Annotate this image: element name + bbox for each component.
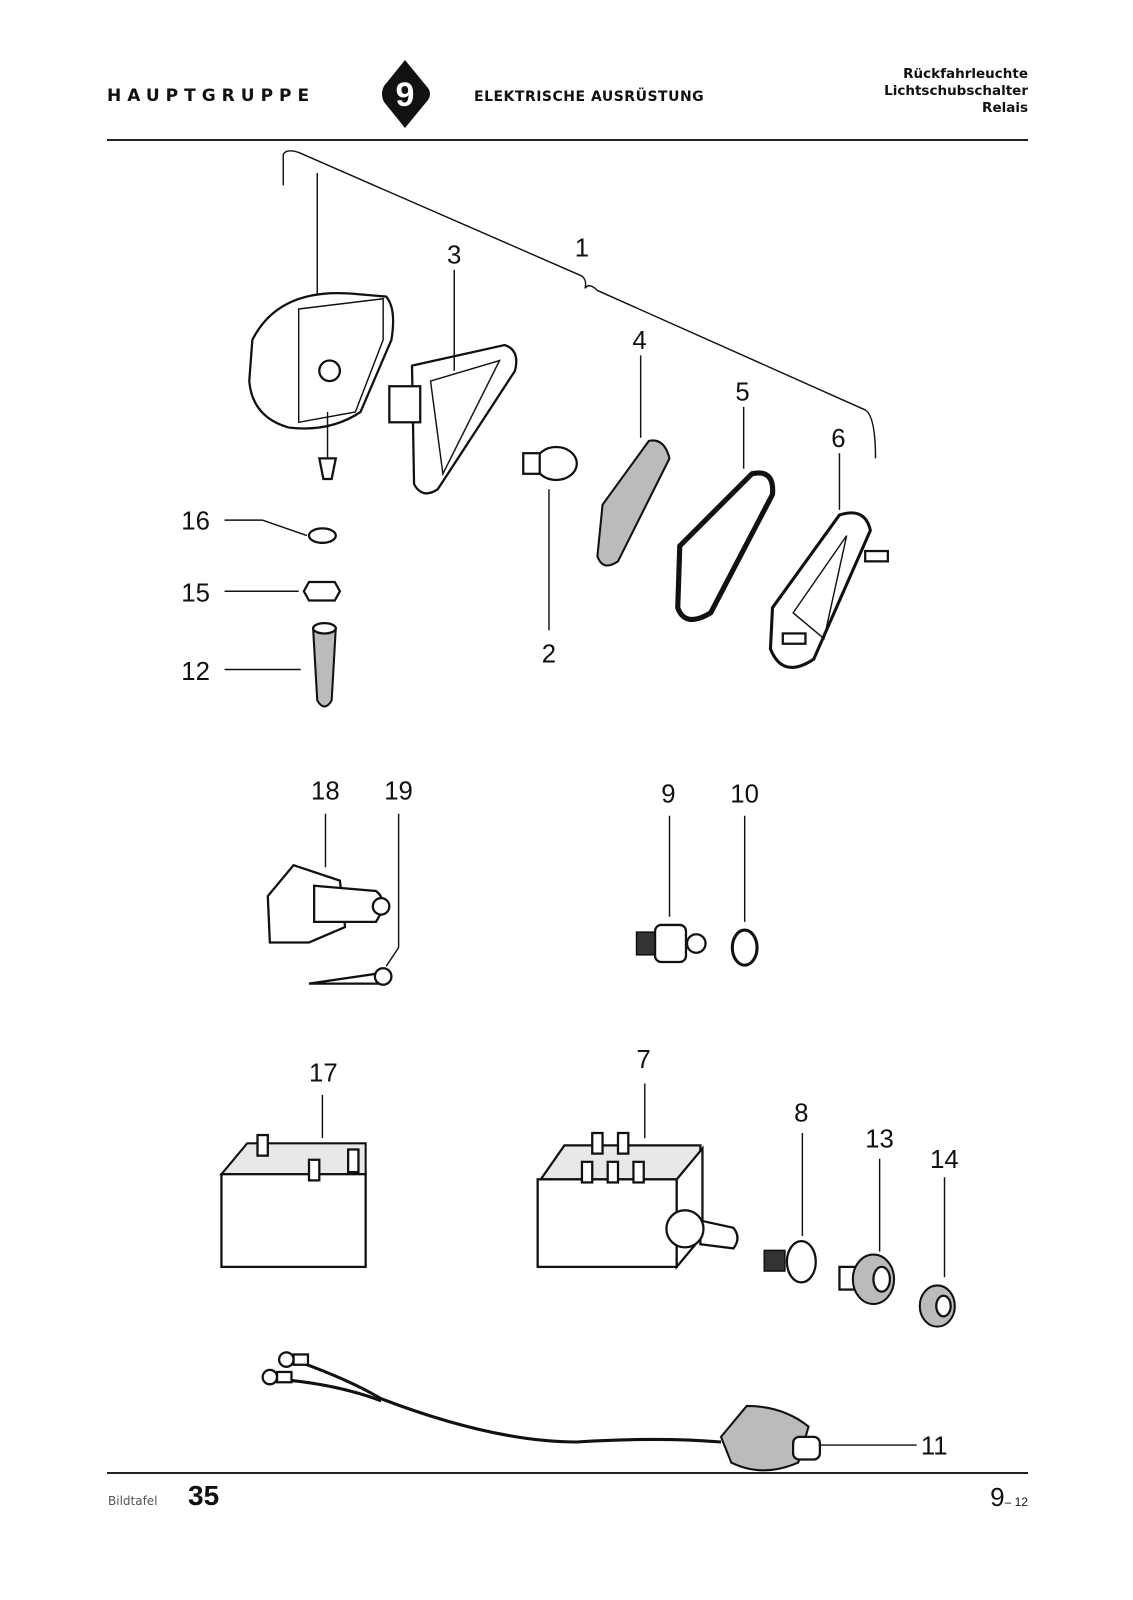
callout-6: 6 [831,425,845,453]
knob-cap [918,1284,956,1328]
lens [596,439,671,567]
bezel-nut [763,1240,817,1284]
callout-8: 8 [794,1100,808,1128]
plate-number: 35 [188,1480,220,1511]
page-sub: – 12 [1004,1495,1028,1509]
callout-17: 17 [309,1060,338,1088]
callout-4: 4 [632,327,646,355]
push-switch [635,923,707,964]
lens-frame [768,511,889,669]
callout-14: 14 [930,1146,959,1174]
callout-19: 19 [384,777,413,805]
callout-11: 11 [921,1432,948,1460]
sealing-ring [730,928,759,967]
callout-12: 12 [181,658,210,686]
footer-rule [107,1472,1028,1474]
topic-list: Rückfahrleuchte Lichtschubschalter Relai… [884,66,1028,117]
insulating-sleeve [312,627,337,708]
callout-10: 10 [730,780,759,808]
group-number-badge: 9 [382,60,430,128]
topic-item: Lichtschubschalter [884,83,1028,99]
group-title: ELEKTRISCHE AUSRÜSTUNG [474,89,705,105]
reversing-light-cable-switch [261,1351,822,1472]
header-rule [107,139,1028,141]
pull-light-switch [536,1131,739,1271]
callout-9: 9 [661,780,675,808]
callout-3: 3 [447,242,461,270]
spring-washer [307,527,337,544]
page-main: 9 [990,1482,1005,1512]
wood-screw [308,967,393,986]
callout-13: 13 [865,1125,894,1153]
topic-item: Rückfahrleuchte [903,66,1028,82]
callout-5: 5 [735,379,749,407]
reversing-light-switch [266,863,391,944]
bulb [522,445,578,482]
callout-16: 16 [181,507,210,535]
callout-1: 1 [575,234,589,262]
assembly-bracket [282,150,877,459]
group-label: HAUPTGRUPPE [107,86,316,106]
callout-15: 15 [181,580,210,608]
lamp-housing [248,291,395,481]
callout-7: 7 [637,1046,651,1074]
plate-label: Bildtafel [108,1494,158,1508]
callout-2: 2 [542,640,556,668]
relay [219,1133,367,1269]
hex-nut [302,580,342,602]
callout-18: 18 [311,777,340,805]
page-number: 9– 12 [990,1482,1028,1513]
lens-gasket [675,470,776,622]
topic-item: Relais [982,100,1028,116]
svg-text:9: 9 [396,76,415,114]
control-knob [838,1253,896,1306]
reflector-socket [388,343,518,495]
